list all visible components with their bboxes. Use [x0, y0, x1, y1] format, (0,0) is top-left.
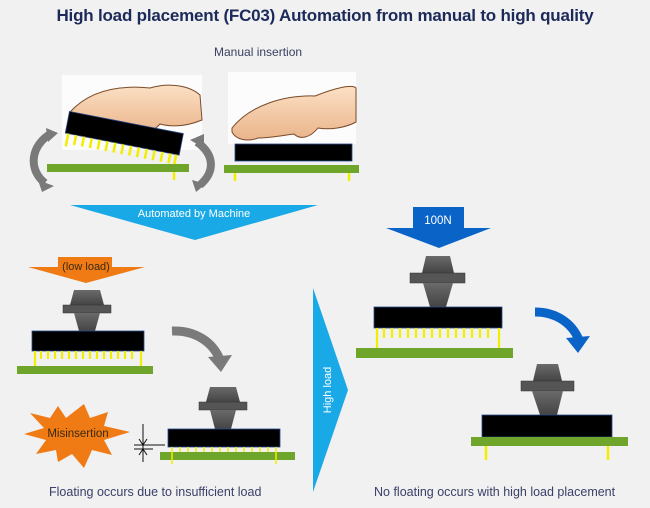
- hand-icon: [231, 85, 357, 141]
- component-pins: [33, 351, 143, 366]
- seated-component: [234, 143, 353, 162]
- pcb-board: [17, 366, 153, 374]
- pcb-board: [47, 164, 189, 172]
- low-load-label: (low load): [62, 261, 110, 273]
- diagram-title: High load placement (FC03) Automation fr…: [56, 6, 594, 25]
- component-pins: [375, 328, 501, 348]
- placement-tool: [62, 290, 112, 331]
- force-label: 100N: [424, 215, 452, 227]
- pcb-board: [160, 452, 295, 460]
- automated-label: Automated by Machine: [138, 208, 251, 220]
- caption-right: No floating occurs with high load placem…: [374, 485, 616, 499]
- placement-tool: [198, 387, 248, 429]
- component-body: [373, 306, 503, 329]
- low-load-arrow-icon: [28, 257, 145, 283]
- force-arrow-icon: [386, 207, 491, 248]
- rotate-arrow-left-icon: [29, 129, 55, 187]
- rotate-arrow-right-icon: [194, 138, 215, 189]
- high-load-scene: 100N: [356, 207, 590, 358]
- manual-insertion-label: Manual insertion: [214, 45, 303, 59]
- curved-arrow-gray-icon: [171, 326, 225, 362]
- pcb-board: [356, 348, 513, 358]
- misinsertion-burst-icon: [24, 404, 130, 468]
- placement-tool: [409, 256, 466, 307]
- caption-left: Floating occurs due to insufficient load: [49, 485, 262, 499]
- seated-component: [481, 414, 613, 438]
- floating-component: [167, 428, 281, 448]
- gap-dimension-icon: [134, 424, 165, 462]
- low-load-scene: (low load): [17, 257, 232, 374]
- manual-flat-scene: [224, 72, 359, 181]
- high-load-label: High load: [322, 367, 334, 413]
- tilted-component: [64, 110, 184, 168]
- automated-arrow-icon: [70, 205, 318, 240]
- pcb-board: [224, 165, 359, 173]
- misinsertion-scene: Misinsertion: [24, 387, 295, 468]
- manual-tilted-scene: [29, 75, 215, 192]
- pcb-board: [471, 437, 628, 446]
- misinsertion-label: Misinsertion: [47, 428, 108, 440]
- placement-tool: [520, 364, 575, 415]
- seated-scene: [471, 364, 628, 460]
- component-body: [31, 330, 145, 352]
- high-load-arrow-icon: [313, 288, 348, 492]
- curved-arrow-blue-icon: [534, 307, 584, 342]
- component-pins: [171, 447, 277, 464]
